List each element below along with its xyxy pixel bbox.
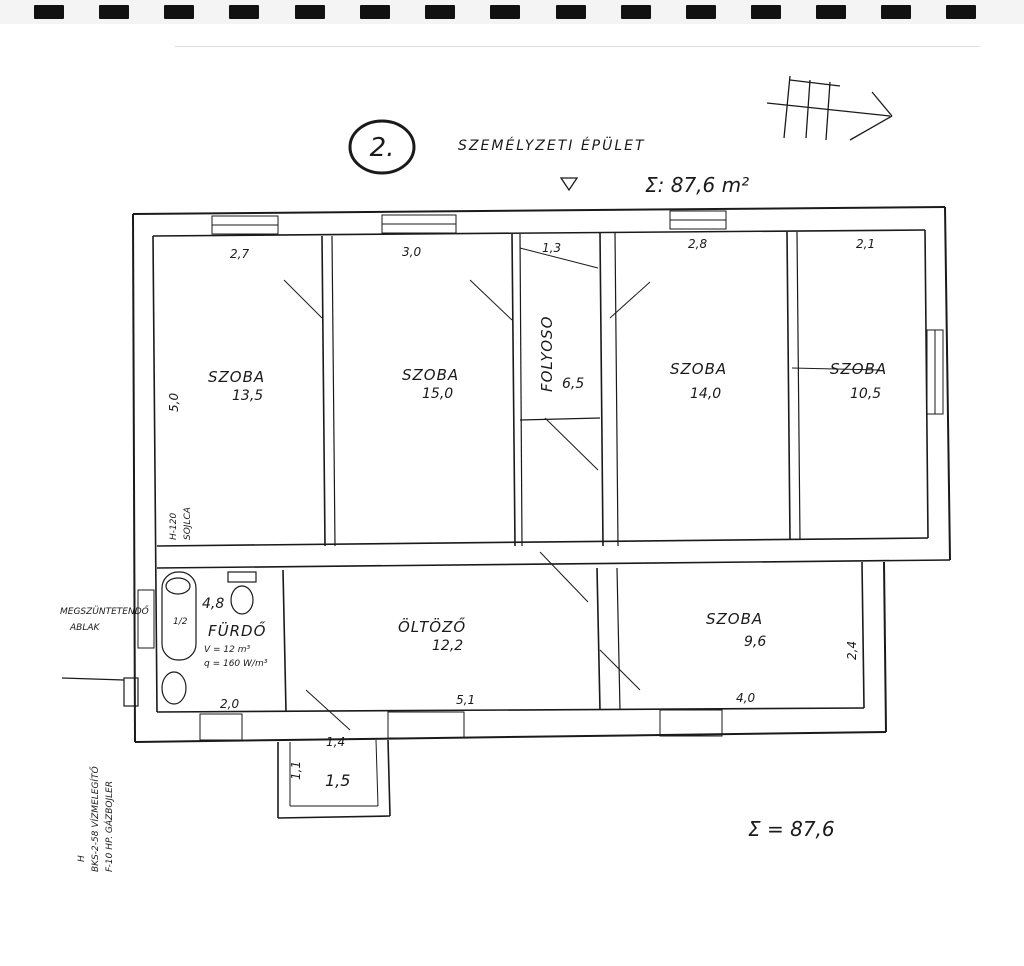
- room-area-oltozo: 12,2: [432, 638, 463, 654]
- bathtub-icon: [161, 571, 197, 661]
- note-heater-2: BKS-2-58 VÍZMELEGÍTŐ: [89, 766, 101, 872]
- bathroom-fixtures: [61, 571, 257, 707]
- room-label-folyoso: FOLYOSO: [538, 316, 556, 392]
- room-label-szoba-2: SZOBA: [402, 366, 459, 384]
- dim-szoba-2-width: 3,0: [402, 245, 421, 259]
- binding-hole: [816, 5, 846, 19]
- binding-hole: [881, 5, 911, 19]
- note-lintel: H-120: [169, 513, 179, 540]
- dim-szoba-5-height: 2,4: [845, 641, 859, 660]
- binding-hole: [425, 5, 455, 19]
- total-area-bottom: Σ = 87,6: [748, 817, 835, 841]
- room-area-szoba-3: 14,0: [690, 386, 721, 402]
- binding-hole: [360, 5, 390, 19]
- annotations: H-120 SOJLCA MEGSZÜNTETENDŐ ABLAK V = 12…: [60, 507, 268, 872]
- dim-szoba-4-width: 2,1: [856, 237, 875, 251]
- sheet-title: SZEMÉLYZETI ÉPÜLET: [458, 136, 646, 154]
- dim-oltozo-width: 5,1: [456, 693, 475, 707]
- binding-hole: [946, 5, 976, 19]
- door-swings: [283, 247, 881, 731]
- note-heater-3: F-10 HP. GÁZBOJLER: [103, 781, 115, 872]
- sheet-header: 2. SZEMÉLYZETI ÉPÜLET Σ: 87,6 m²: [348, 75, 893, 197]
- dim-folyoso-width: 1,3: [542, 241, 561, 255]
- binding-hole: [99, 5, 129, 19]
- dim-szoba-3-width: 2,8: [688, 237, 707, 251]
- dim-furdo-width: 2,0: [220, 697, 239, 711]
- dim-szoba-1-width: 2,7: [230, 247, 249, 261]
- room-area-szoba-1: 13,5: [232, 388, 263, 404]
- binding-hole: [295, 5, 325, 19]
- note-furdo-heat: q = 160 W/m³: [204, 659, 268, 669]
- room-label-szoba-3: SZOBA: [670, 360, 727, 378]
- toilet-tank-icon: [227, 571, 257, 583]
- binding-hole: [621, 5, 651, 19]
- dim-bejaro-height: 1,1: [289, 761, 303, 780]
- room-area-bejaro: 1,5: [325, 771, 350, 790]
- note-heater-1: H: [77, 855, 87, 862]
- note-lintel-2: SOJLCA: [183, 507, 193, 540]
- total-area-top: Σ: 87,6 m²: [645, 173, 749, 197]
- dimensions: 2,7 3,0 1,3 2,8 2,1 5,0 2,0 5,1 4,0 2,4 …: [167, 237, 875, 780]
- room-area-folyoso: 6,5: [562, 376, 584, 392]
- sheet-number: 2.: [370, 133, 395, 163]
- toilet-icon: [230, 585, 254, 615]
- room-label-szoba-4: SZOBA: [830, 360, 887, 378]
- walls: [132, 206, 951, 819]
- room-label-szoba-1: SZOBA: [208, 368, 265, 386]
- binding-hole: [686, 5, 716, 19]
- room-area-furdo: 4,8: [202, 596, 224, 612]
- binding-hole: [556, 5, 586, 19]
- binding-hole: [751, 5, 781, 19]
- water-heater-icon: [123, 677, 139, 707]
- binding-hole: [229, 5, 259, 19]
- binding-hole: [490, 5, 520, 19]
- room-labels: SZOBA 13,5 SZOBA 15,0 FOLYOSO 6,5 SZOBA …: [202, 316, 887, 790]
- binding-hole: [164, 5, 194, 19]
- binding-strip: [0, 0, 1024, 24]
- note-window-2: ABLAK: [69, 623, 101, 633]
- room-label-oltozo: ÖLTÖZŐ: [398, 616, 466, 636]
- room-area-szoba-4: 10,5: [850, 386, 881, 402]
- dim-szoba-5-width: 4,0: [736, 691, 755, 705]
- dim-depth-left: 5,0: [167, 393, 181, 412]
- page-top-rule: [175, 46, 980, 47]
- north-arrow-icon: [766, 75, 893, 141]
- windows: [137, 210, 944, 741]
- room-area-szoba-5: 9,6: [744, 634, 766, 650]
- binding-hole: [34, 5, 64, 19]
- washbasin-icon: [161, 671, 187, 705]
- note-furdo-volume: V = 12 m³: [204, 645, 250, 655]
- section-marker-icon: [559, 177, 579, 192]
- room-area-szoba-2: 15,0: [422, 386, 453, 402]
- note-window-1: MEGSZÜNTETENDŐ: [60, 606, 149, 617]
- room-label-furdo: FÜRDŐ: [208, 620, 266, 640]
- dim-bejaro-width: 1,4: [326, 735, 345, 749]
- room-label-szoba-5: SZOBA: [706, 610, 763, 628]
- note-tub-mark: 1/2: [173, 617, 188, 627]
- sheet-number-circle: [348, 119, 416, 175]
